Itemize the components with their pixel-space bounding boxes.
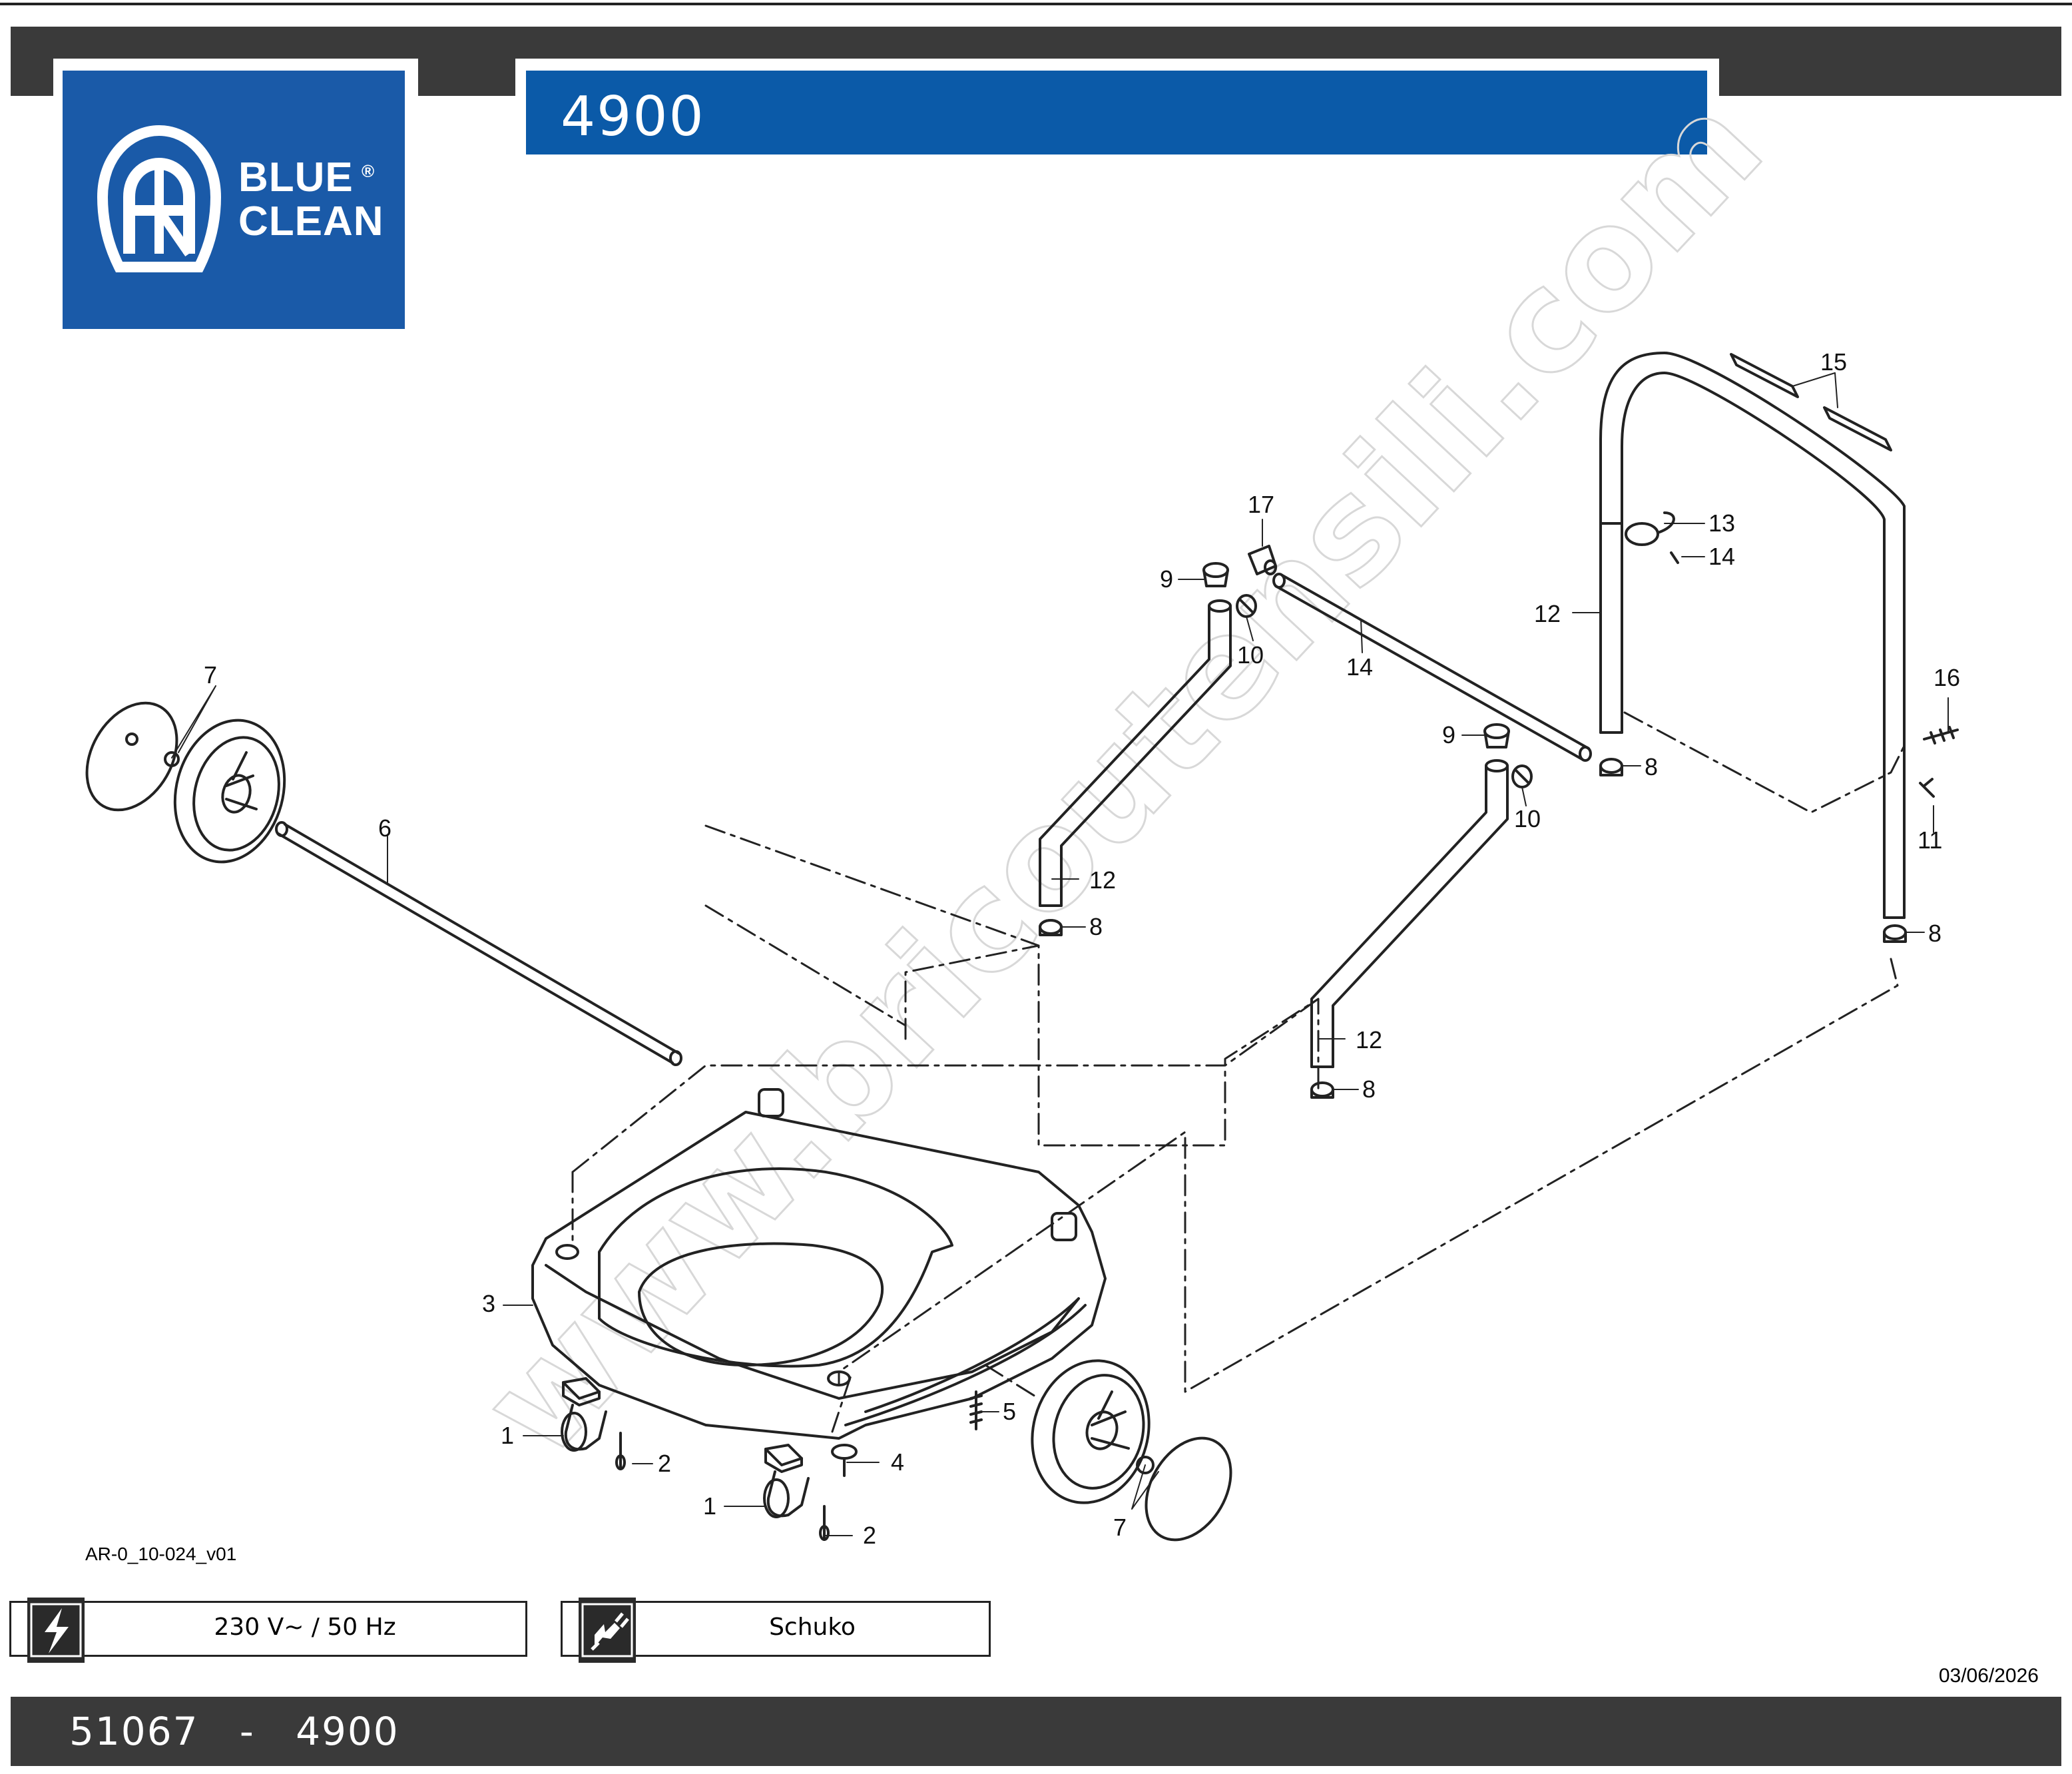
- voltage-spec: 230 V~ / 50 Hz: [9, 1598, 527, 1663]
- top-rule: [0, 3, 2072, 5]
- page-title: 4900: [561, 85, 705, 148]
- callout-12-c: 12: [1534, 600, 1561, 627]
- callout-12-b: 12: [1356, 1026, 1382, 1053]
- leader-lines: [171, 372, 1949, 1536]
- brand-line2: CLEAN: [238, 198, 384, 244]
- cap-8-b: [1599, 758, 1623, 776]
- document-date: 03/06/2026: [1938, 1665, 2039, 1687]
- footer-separator: -: [239, 1709, 255, 1754]
- screw-5: [969, 1390, 983, 1430]
- cap-9-b: [1483, 723, 1510, 748]
- callout-1-left: 1: [501, 1422, 514, 1449]
- drawing-code: AR-0_10-024_v01: [85, 1544, 237, 1564]
- callout-16: 16: [1934, 664, 1960, 691]
- footer-bar: 51067 - 4900: [11, 1697, 2061, 1766]
- callout-12-a: 12: [1089, 866, 1116, 894]
- callout-13: 13: [1708, 509, 1735, 537]
- screw-4: [831, 1444, 858, 1477]
- callout-15: 15: [1820, 348, 1847, 376]
- ar-shield-icon: [97, 125, 222, 272]
- cap-8-c: [1883, 924, 1907, 943]
- footer-code: 51067: [69, 1709, 199, 1754]
- axle-rod: [275, 821, 682, 1066]
- callout-2-left: 2: [658, 1450, 671, 1477]
- plug-value: Schuko: [769, 1614, 856, 1641]
- brand-logo: BLUE CLEAN ® AR: [63, 71, 405, 329]
- footer-model: 4900: [296, 1709, 399, 1754]
- callout-3: 3: [482, 1290, 495, 1317]
- callout-8-b: 8: [1362, 1075, 1376, 1103]
- wheel-right: [1031, 1359, 1232, 1542]
- plug-spec: Schuko: [561, 1598, 991, 1663]
- caster-right: [763, 1444, 830, 1541]
- title-band: 4900: [526, 71, 1707, 154]
- callout-5: 5: [1003, 1398, 1016, 1425]
- callout-10-b: 10: [1514, 805, 1541, 832]
- wheel-left: [85, 701, 286, 864]
- hook-13: [1625, 511, 1679, 564]
- cap-9-a: [1202, 562, 1229, 587]
- cross-rod: [1272, 573, 1592, 762]
- caster-left: [561, 1377, 626, 1470]
- callout-8-d: 8: [1928, 920, 1942, 947]
- brand-line1: BLUE: [238, 154, 354, 200]
- assembly-lines: [571, 711, 1906, 1433]
- lightning-icon-box: [27, 1598, 85, 1663]
- callout-10-a: 10: [1237, 641, 1264, 669]
- handle-frame: [1599, 352, 1906, 919]
- nut-10-b: [1511, 764, 1533, 788]
- callout-2-right: 2: [863, 1522, 876, 1549]
- callout-7-left: 7: [204, 661, 217, 689]
- callout-4: 4: [891, 1448, 904, 1476]
- callout-7-right: 7: [1113, 1514, 1127, 1541]
- registered-mark: ®: [362, 161, 376, 181]
- callout-9-a: 9: [1160, 565, 1173, 593]
- callout-6: 6: [378, 814, 391, 842]
- callout-14-a: 14: [1346, 653, 1373, 681]
- callout-1-right: 1: [703, 1492, 716, 1520]
- grip-15: [1730, 353, 1892, 451]
- callout-9-b: 9: [1442, 721, 1455, 748]
- plug-icon: [581, 1603, 633, 1657]
- callout-11: 11: [1918, 826, 1942, 854]
- callout-14-b: 14: [1708, 543, 1735, 570]
- tube-left-rear: [1310, 759, 1509, 1099]
- footer-label: 51067 - 4900: [69, 1709, 399, 1754]
- callout-8-a: 8: [1089, 913, 1103, 940]
- clip-17: [1248, 545, 1277, 575]
- screw-11: [1919, 778, 1935, 798]
- callout-17: 17: [1248, 491, 1274, 518]
- screw-16: [1923, 726, 1959, 744]
- callout-8-c: 8: [1645, 753, 1658, 780]
- callout-labels: 7 6 3 1 2 1 2 4 5 7 12 12 12 8 8 8 8 9 9…: [204, 348, 1960, 1549]
- voltage-value: 230 V~ / 50 Hz: [214, 1614, 396, 1641]
- lightning-icon: [30, 1603, 82, 1657]
- plug-icon-box: [579, 1598, 636, 1663]
- brand-name: BLUE CLEAN ®: [238, 156, 384, 244]
